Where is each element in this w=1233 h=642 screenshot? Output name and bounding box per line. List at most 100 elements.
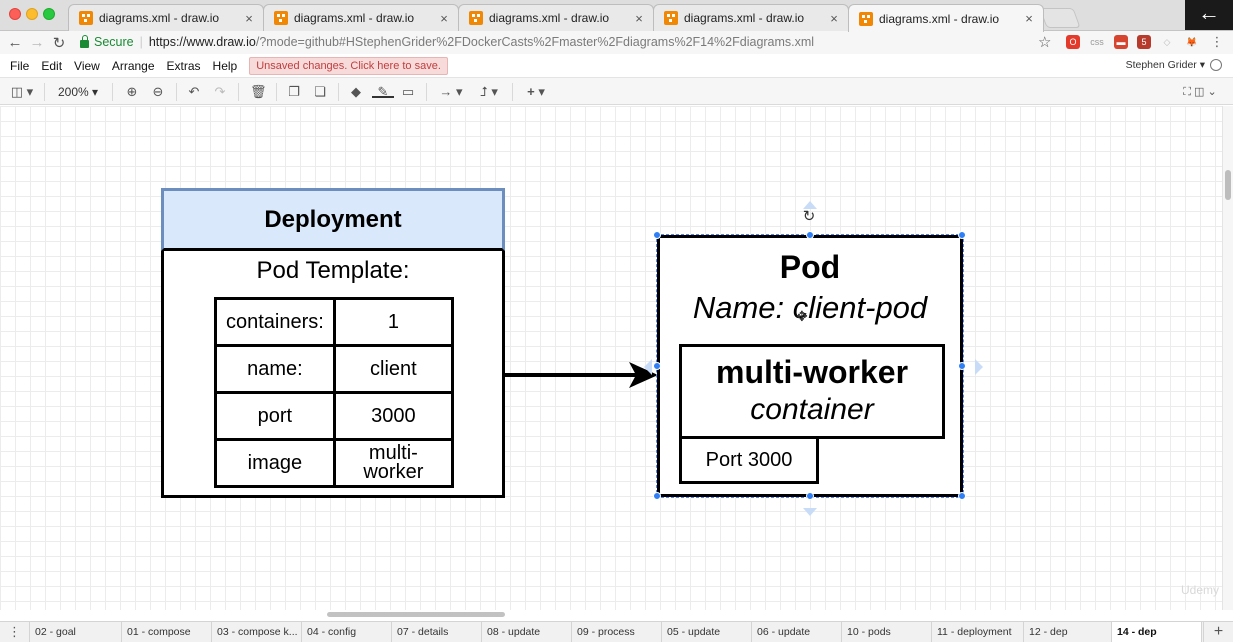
shadow-icon[interactable]: ▭ — [401, 84, 415, 99]
browser-tab[interactable]: diagrams.xml - draw.io × — [653, 4, 849, 31]
drawio-favicon-icon — [79, 11, 93, 25]
deployment-shape[interactable]: Deployment Pod Template: containers: 1 n… — [161, 188, 505, 498]
container-shape[interactable]: multi-worker container — [679, 344, 945, 439]
page-tab[interactable]: 02 - goal — [30, 622, 122, 642]
horizontal-scroll-thumb[interactable] — [327, 612, 505, 617]
connection-style-icon[interactable]: → ▾ — [439, 84, 463, 99]
bookmark-star-icon[interactable]: ☆ — [1038, 34, 1052, 51]
globe-icon[interactable] — [1210, 59, 1222, 71]
table-cell-value: 3000 — [332, 391, 455, 441]
vertical-scrollbar[interactable] — [1222, 106, 1233, 610]
tab-close-icon[interactable]: × — [245, 10, 253, 26]
menu-arrange[interactable]: Arrange — [111, 58, 155, 73]
port-label[interactable]: Port 3000 — [679, 436, 819, 484]
pages-menu-icon[interactable]: ⋮ — [0, 622, 30, 642]
browser-tab[interactable]: diagrams.xml - draw.io × — [458, 4, 654, 31]
rotate-icon[interactable]: ↻ — [802, 208, 816, 225]
tab-close-icon[interactable]: × — [830, 10, 838, 26]
tab-close-icon[interactable]: × — [635, 10, 643, 26]
page-tab-active[interactable]: 14 - dep — [1112, 622, 1202, 642]
page-tab[interactable]: 09 - process — [572, 622, 662, 642]
resize-handle-nw[interactable] — [653, 231, 661, 239]
browser-tab[interactable]: diagrams.xml - draw.io × — [263, 4, 459, 31]
resize-handle-w[interactable] — [653, 362, 661, 370]
unsaved-changes-button[interactable]: Unsaved changes. Click here to save. — [249, 56, 448, 75]
reload-icon[interactable]: ↻ — [52, 34, 66, 52]
page-tab[interactable]: 06 - update — [752, 622, 842, 642]
udemy-watermark: Udemy — [1181, 583, 1220, 597]
menu-help[interactable]: Help — [212, 58, 238, 73]
css-extension-icon[interactable]: css — [1090, 37, 1104, 47]
page-tab[interactable]: 04 - config — [302, 622, 392, 642]
maximize-window-button[interactable] — [43, 8, 55, 20]
vertical-scroll-thumb[interactable] — [1225, 170, 1231, 200]
arrow-left-icon[interactable]: ← — [1185, 0, 1233, 30]
format-panel-icon[interactable]: ◫ ▾ — [10, 84, 34, 99]
tab-title: diagrams.xml - draw.io — [489, 11, 610, 25]
page-tab[interactable]: 01 - compose — [122, 622, 212, 642]
screenshot-extension-icon[interactable]: ▬ — [1114, 35, 1128, 49]
zoom-in-icon[interactable]: ⊕ — [126, 84, 138, 99]
forward-icon[interactable]: → — [29, 34, 45, 51]
waypoint-style-icon[interactable]: ⮥ ▾ — [480, 84, 498, 99]
browser-tab-active[interactable]: diagrams.xml - draw.io × — [848, 4, 1044, 32]
page-tab[interactable]: 08 - update — [482, 622, 572, 642]
page-tab[interactable]: 05 - update — [662, 622, 752, 642]
menu-edit[interactable]: Edit — [41, 58, 63, 73]
line-color-icon[interactable]: ✎ — [372, 84, 394, 99]
link-extension-icon[interactable]: ◇ — [1163, 37, 1171, 47]
table-row: name: client — [214, 344, 455, 394]
drawio-favicon-icon — [274, 11, 288, 25]
zoom-dropdown[interactable]: 200% ▾ — [58, 85, 99, 99]
address-bar[interactable]: Secure | https://www.draw.io /?mode=gith… — [80, 32, 1060, 52]
tab-close-icon[interactable]: × — [440, 10, 448, 26]
diagram-canvas[interactable]: Deployment Pod Template: containers: 1 n… — [0, 106, 1222, 610]
pod-shape[interactable]: Pod Name: client-pod multi-worker contai… — [657, 235, 963, 497]
delete-icon[interactable]: 🗑 — [250, 84, 267, 99]
drawio-favicon-icon — [469, 11, 483, 25]
tab-close-icon[interactable]: × — [1025, 11, 1033, 26]
to-back-icon[interactable]: ❏ — [314, 84, 326, 99]
new-tab-button[interactable] — [1039, 8, 1081, 28]
browser-tab[interactable]: diagrams.xml - draw.io × — [68, 4, 264, 31]
badge-extension-icon[interactable]: 5 — [1137, 35, 1151, 49]
zoom-out-icon[interactable]: ⊖ — [152, 84, 164, 99]
hover-arrows — [644, 201, 983, 516]
page-tab[interactable]: 11 - deployment — [932, 622, 1024, 642]
resize-handle-n[interactable] — [806, 231, 814, 239]
fill-color-icon[interactable]: ◆ — [351, 84, 361, 99]
to-front-icon[interactable]: ❐ — [288, 84, 300, 99]
close-window-button[interactable] — [9, 8, 21, 20]
menu-view[interactable]: View — [74, 58, 100, 73]
menu-extras[interactable]: Extras — [166, 58, 201, 73]
connector-arrow[interactable] — [0, 106, 1222, 610]
browser-toolbar: ← → ↻ Secure | https://www.draw.io /?mod… — [0, 31, 1233, 54]
page-tab[interactable]: 07 - details — [392, 622, 482, 642]
resize-handle-e[interactable] — [958, 362, 966, 370]
minimize-window-button[interactable] — [26, 8, 38, 20]
hover-arrow-up-icon[interactable] — [803, 201, 817, 209]
move-cursor-icon: ✥ — [796, 308, 808, 324]
insert-icon[interactable]: + ▾ — [527, 84, 545, 99]
fullscreen-icon[interactable]: ⛶ ◫ ⌄ — [1183, 86, 1217, 98]
hover-arrow-left-icon[interactable] — [644, 359, 652, 375]
page-tab[interactable]: 03 - compose k... — [212, 622, 302, 642]
redo-icon[interactable]: ↷ — [214, 84, 226, 99]
resize-handle-se[interactable] — [958, 492, 966, 500]
menu-file[interactable]: File — [10, 58, 30, 73]
fox-extension-icon[interactable]: 🦊 — [1186, 37, 1198, 47]
page-tab[interactable]: 10 - pods — [842, 622, 932, 642]
tab-title: diagrams.xml - draw.io — [684, 11, 805, 25]
back-icon[interactable]: ← — [7, 34, 23, 51]
page-tab[interactable]: 12 - dep — [1024, 622, 1112, 642]
opera-extension-icon[interactable]: O — [1066, 35, 1080, 49]
resize-handle-s[interactable] — [806, 492, 814, 500]
user-menu[interactable]: Stephen Grider ▾ — [1125, 59, 1205, 71]
browser-menu-icon[interactable]: ⋮ — [1210, 34, 1224, 49]
resize-handle-ne[interactable] — [958, 231, 966, 239]
resize-handle-sw[interactable] — [653, 492, 661, 500]
add-page-icon[interactable]: + — [1203, 622, 1233, 642]
undo-icon[interactable]: ↶ — [188, 84, 200, 99]
hover-arrow-right-icon[interactable] — [975, 359, 983, 375]
hover-arrow-down-icon[interactable] — [803, 508, 817, 516]
